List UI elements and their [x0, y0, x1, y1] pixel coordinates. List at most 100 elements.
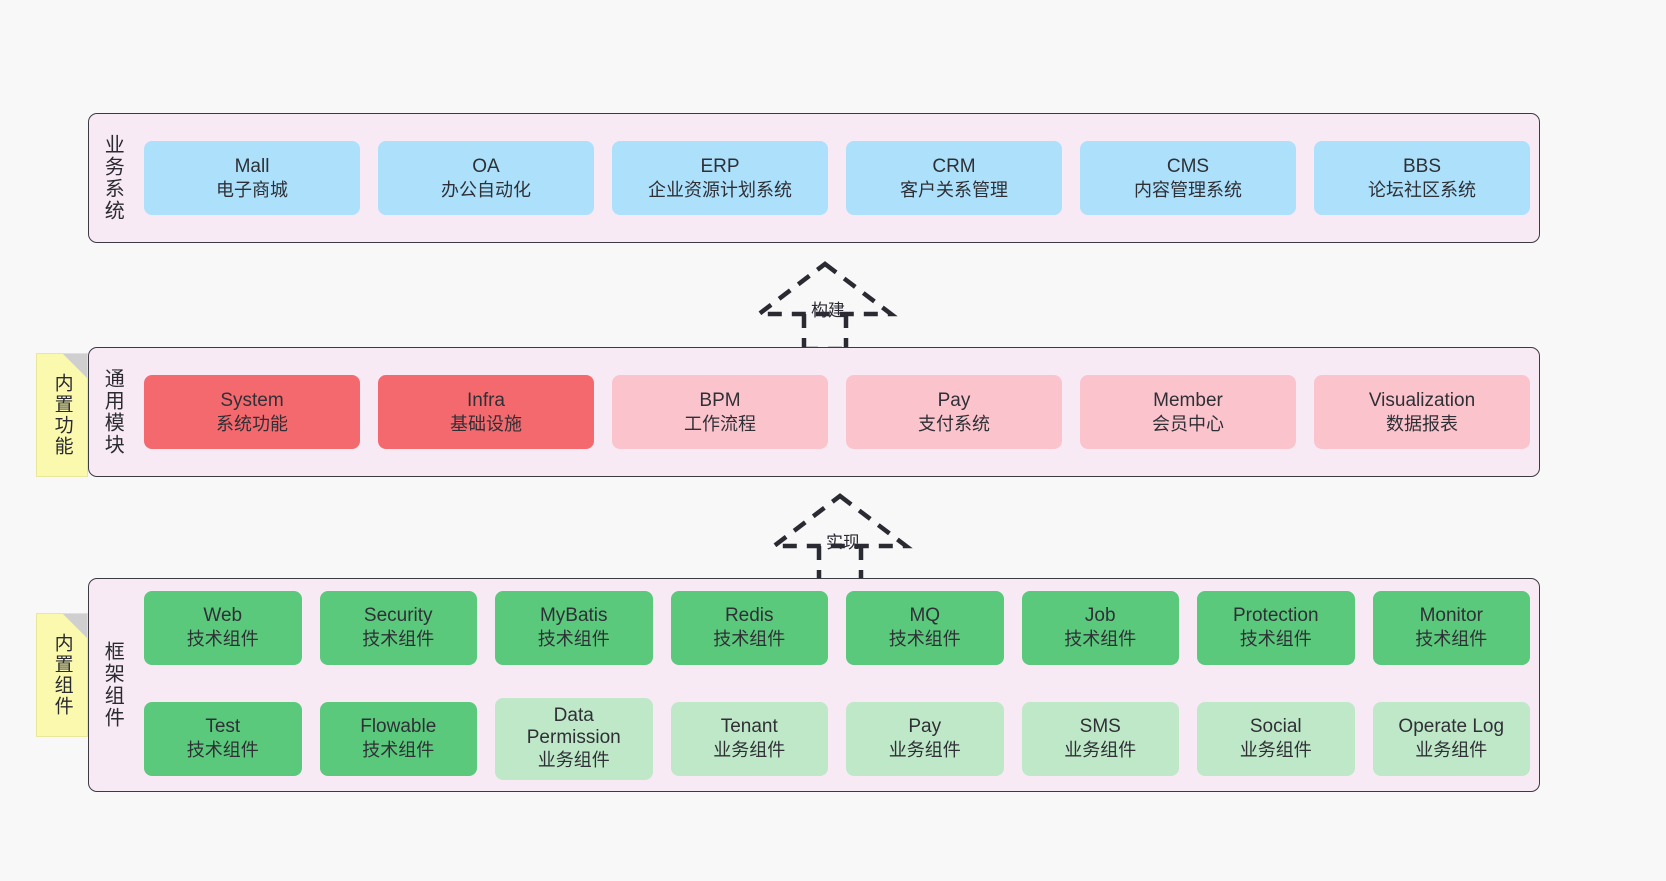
node-erp[interactable]: ERP 企业资源计划系统 — [612, 141, 828, 215]
node-mq[interactable]: MQ 技术组件 — [846, 590, 1004, 665]
node-pay-module[interactable]: Pay 支付系统 — [846, 375, 1062, 449]
connector-build-label: 构建 — [811, 301, 845, 320]
node-bbs[interactable]: BBS 论坛社区系统 — [1314, 141, 1530, 215]
node-subtitle: 技术组件 — [713, 629, 786, 650]
node-title: Security — [363, 605, 433, 627]
node-web[interactable]: Web 技术组件 — [144, 590, 302, 665]
node-operate-log[interactable]: Operate Log 业务组件 — [1372, 701, 1530, 776]
cell-bpm: BPM 工作流程 — [603, 348, 837, 476]
node-title: System — [220, 389, 284, 411]
node-subtitle: 内容管理系统 — [1134, 179, 1242, 200]
node-title: MyBatis — [539, 605, 608, 627]
node-title: Job — [1084, 605, 1116, 627]
node-pay-component[interactable]: Pay 业务组件 — [846, 701, 1004, 776]
note-fold-corner-icon — [63, 614, 87, 638]
node-subtitle: 技术组件 — [186, 740, 259, 761]
node-title: Member — [1153, 389, 1223, 411]
build-arrowhead — [752, 261, 898, 317]
cell-sms: SMS 业务组件 — [1013, 686, 1189, 791]
layer-title-common-module: 通用模块 — [101, 368, 124, 456]
node-subtitle: 企业资源计划系统 — [648, 179, 792, 200]
node-oa[interactable]: OA 办公自动化 — [378, 141, 594, 215]
node-title: Protection — [1232, 605, 1319, 627]
cell-infra: Infra 基础设施 — [369, 348, 603, 476]
node-title: SMS — [1079, 716, 1121, 738]
node-subtitle: 业务组件 — [537, 750, 610, 770]
node-subtitle: 论坛社区系统 — [1368, 179, 1476, 200]
node-member[interactable]: Member 会员中心 — [1080, 375, 1296, 449]
note-builtin-component-label: 内置组件 — [51, 633, 73, 717]
node-flowable[interactable]: Flowable 技术组件 — [319, 701, 477, 776]
cell-erp: ERP 企业资源计划系统 — [603, 114, 837, 242]
node-cms[interactable]: CMS 内容管理系统 — [1080, 141, 1296, 215]
node-security[interactable]: Security 技术组件 — [319, 590, 477, 665]
node-subtitle: 基础设施 — [450, 413, 522, 434]
layer-business-system: 业务系统 Mall 电子商城 OA 办公自动化 ERP 企业资源计划系统 — [88, 113, 1540, 243]
node-title: Operate Log — [1398, 716, 1505, 738]
node-infra[interactable]: Infra 基础设施 — [378, 375, 594, 449]
node-visualization[interactable]: Visualization 数据报表 — [1314, 375, 1530, 449]
cell-job: Job 技术组件 — [1013, 579, 1189, 676]
layer-title-framework-component: 框架组件 — [101, 641, 124, 729]
node-subtitle: 技术组件 — [1064, 629, 1137, 650]
note-builtin-function-label: 内置功能 — [51, 373, 73, 457]
cell-web: Web 技术组件 — [135, 579, 311, 676]
node-title: Social — [1249, 716, 1302, 738]
connector-build: 构建 — [752, 260, 898, 352]
cell-system: System 系统功能 — [135, 348, 369, 476]
node-redis[interactable]: Redis 技术组件 — [670, 590, 828, 665]
node-crm[interactable]: CRM 客户关系管理 — [846, 141, 1062, 215]
node-title: ERP — [700, 155, 740, 177]
node-title: MQ — [909, 605, 941, 627]
cell-pay-component: Pay 业务组件 — [837, 686, 1013, 791]
node-protection[interactable]: Protection 技术组件 — [1197, 590, 1355, 665]
node-subtitle: 业务组件 — [1239, 740, 1312, 761]
node-job[interactable]: Job 技术组件 — [1021, 590, 1179, 665]
node-tenant[interactable]: Tenant 业务组件 — [670, 701, 828, 776]
layer-items-business-system: Mall 电子商城 OA 办公自动化 ERP 企业资源计划系统 CRM — [135, 114, 1539, 242]
framework-row-business: Test 技术组件 Flowable 技术组件 Data Permission … — [135, 686, 1539, 791]
node-social[interactable]: Social 业务组件 — [1197, 701, 1355, 776]
cell-mybatis: MyBatis 技术组件 — [486, 579, 662, 676]
node-title: OA — [472, 155, 500, 177]
cell-protection: Protection 技术组件 — [1188, 579, 1364, 676]
note-fold-corner-icon — [63, 354, 87, 378]
node-subtitle: 业务组件 — [713, 740, 786, 761]
cell-operate-log: Operate Log 业务组件 — [1364, 686, 1540, 791]
node-subtitle: 业务组件 — [1415, 740, 1488, 761]
node-subtitle: 数据报表 — [1386, 413, 1458, 434]
node-sms[interactable]: SMS 业务组件 — [1021, 701, 1179, 776]
layer-framework-component: 框架组件 Web 技术组件 Security 技术组件 — [88, 578, 1540, 792]
node-title: Test — [205, 716, 241, 738]
node-bpm[interactable]: BPM 工作流程 — [612, 375, 828, 449]
implement-arrowhead — [767, 493, 913, 549]
node-mall[interactable]: Mall 电子商城 — [144, 141, 360, 215]
node-test[interactable]: Test 技术组件 — [144, 701, 302, 776]
node-title: CMS — [1166, 155, 1210, 177]
node-title: Mall — [234, 155, 270, 177]
cell-flowable: Flowable 技术组件 — [311, 686, 487, 791]
node-title: BBS — [1402, 155, 1442, 177]
node-subtitle: 技术组件 — [186, 629, 259, 650]
node-monitor[interactable]: Monitor 技术组件 — [1372, 590, 1530, 665]
cell-visualization: Visualization 数据报表 — [1305, 348, 1539, 476]
node-title: Monitor — [1419, 605, 1483, 627]
node-data-permission[interactable]: Data Permission 业务组件 — [495, 697, 653, 780]
node-system[interactable]: System 系统功能 — [144, 375, 360, 449]
node-mybatis[interactable]: MyBatis 技术组件 — [495, 590, 653, 665]
node-subtitle: 技术组件 — [362, 740, 435, 761]
node-subtitle: 会员中心 — [1152, 413, 1224, 434]
cell-bbs: BBS 论坛社区系统 — [1305, 114, 1539, 242]
node-subtitle: 技术组件 — [362, 629, 435, 650]
layer-items-framework-component: Web 技术组件 Security 技术组件 MyBatis 技术组件 — [135, 579, 1539, 791]
cell-mq: MQ 技术组件 — [837, 579, 1013, 676]
layer-common-module: 通用模块 System 系统功能 Infra 基础设施 BPM 工作流程 — [88, 347, 1540, 477]
node-title: Visualization — [1368, 389, 1476, 411]
node-title: Pay — [908, 716, 942, 738]
connector-implement: 实现 — [767, 492, 913, 584]
connector-implement-label: 实现 — [826, 533, 860, 552]
node-title: Web — [203, 605, 243, 627]
note-builtin-function: 内置功能 — [36, 353, 88, 477]
node-title: Flowable — [360, 716, 437, 738]
